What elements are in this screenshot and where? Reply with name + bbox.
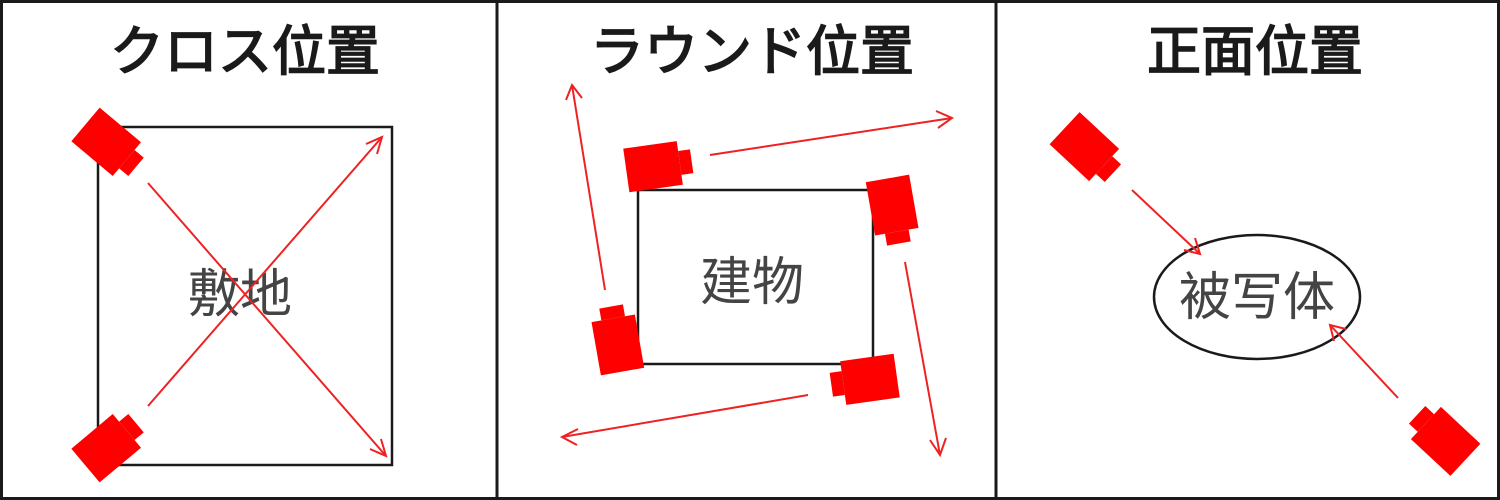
- building-outline: [636, 188, 875, 366]
- subject-label: 建物: [700, 253, 804, 313]
- arrow-icon: [147, 182, 388, 458]
- panel-round: ラウンド位置 建物: [559, 20, 955, 458]
- panel-cross: クロス位置 敷地: [71, 20, 394, 483]
- panel-front: 正面位置 被写体: [1049, 20, 1481, 476]
- camera-icon: [623, 139, 695, 193]
- arrow-icon: [1131, 189, 1202, 256]
- arrow-icon: [559, 394, 809, 446]
- camera-icon: [1049, 112, 1128, 190]
- arrow-icon: [1328, 323, 1399, 399]
- arrow-icon: [147, 135, 384, 407]
- panel-title: クロス位置: [110, 20, 380, 83]
- camera-icon: [828, 353, 900, 407]
- camera-icon: [71, 406, 151, 483]
- arrow-icon: [904, 261, 947, 458]
- arrow-icon: [709, 110, 955, 156]
- camera-icon: [71, 107, 151, 184]
- site-outline: [96, 125, 394, 467]
- subject-label: 敷地: [188, 265, 292, 325]
- subject-label: 被写体: [1179, 268, 1335, 328]
- panel-title: ラウンド位置: [590, 20, 914, 83]
- arrow-icon: [565, 82, 606, 291]
- panel-title: 正面位置: [1147, 20, 1363, 83]
- camera-icon: [589, 302, 645, 376]
- subject-outline: [1152, 233, 1362, 361]
- camera-icon: [1402, 398, 1481, 476]
